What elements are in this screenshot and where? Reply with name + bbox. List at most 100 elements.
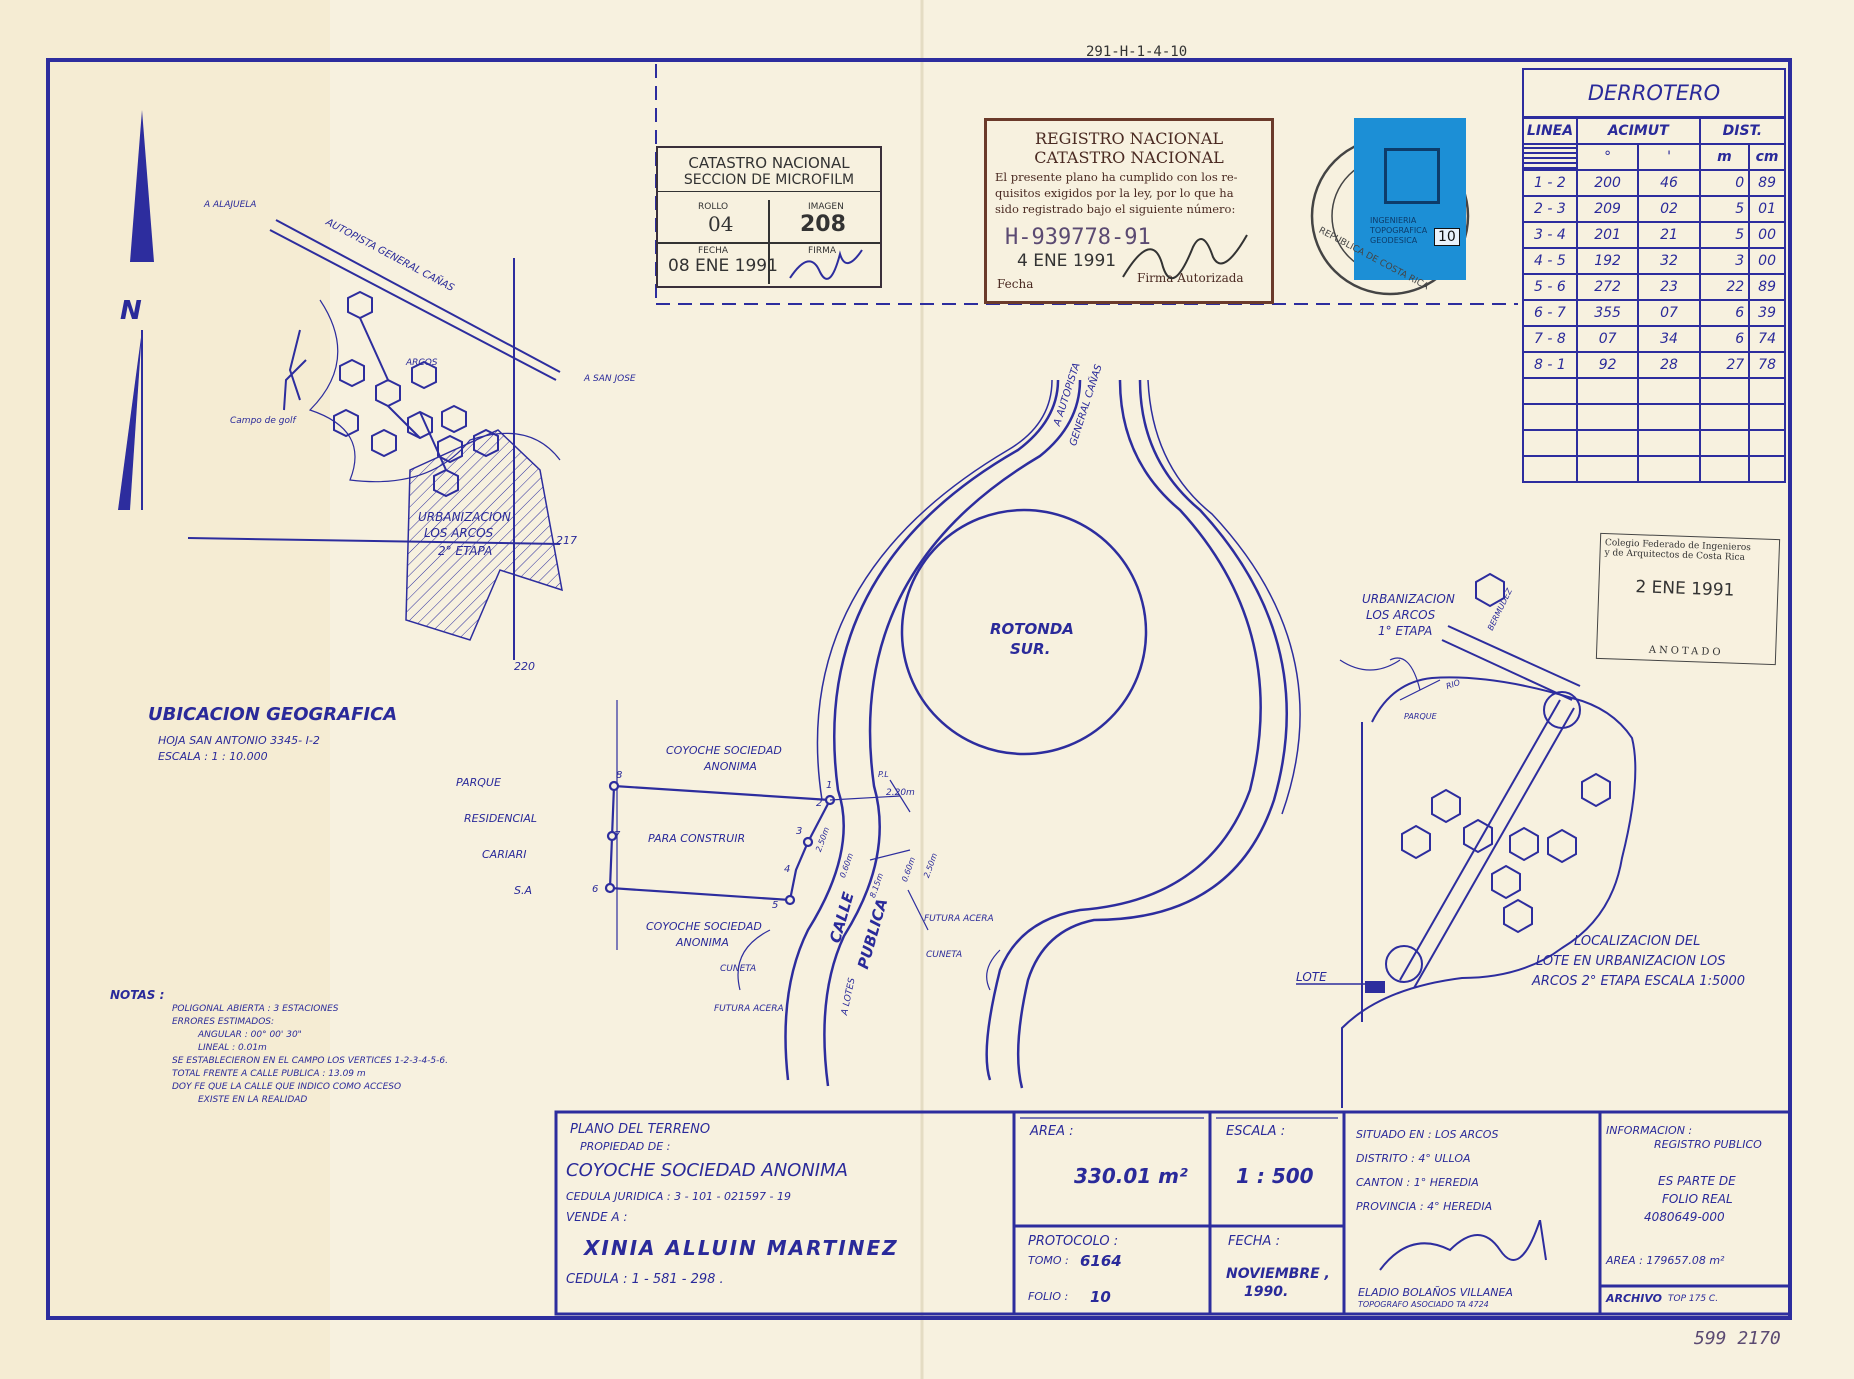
label-urbanizacion: URBANIZACION (418, 510, 511, 524)
label-coyoche-bottom: COYOCHE SOCIEDAD (646, 920, 762, 933)
registro-fecha-label: Fecha (997, 277, 1034, 291)
topografo-signature (1379, 1220, 1547, 1271)
label-parque-right: PARQUE (1404, 712, 1437, 721)
canton: CANTON : 1° HEREDIA (1356, 1176, 1479, 1189)
registro-number: H-939778-91 (1005, 225, 1151, 250)
tomo-label: TOMO : (1028, 1254, 1069, 1267)
colegio-anotado: ANOTADO (1648, 644, 1724, 659)
label-cuneta-right: CUNETA (926, 950, 963, 960)
buyer-cedula: CEDULA : 1 - 581 - 298 . (566, 1272, 724, 1287)
fecha-plan-label: FECHA : (1228, 1234, 1280, 1249)
fecha-plan-year: 1990. (1244, 1284, 1289, 1300)
nota-line-7: DOY FE QUE LA CALLE QUE INDICO COMO ACCE… (172, 1082, 402, 1092)
nota-line-5: SE ESTABLECIERON EN EL CAMPO LOS VERTICE… (172, 1056, 448, 1066)
buyer-name: XINIA ALLUIN MARTINEZ (584, 1236, 899, 1260)
coord-217: 217 (556, 534, 577, 547)
area-label: AREA : (1030, 1124, 1074, 1139)
escala-label: ESCALA : (1226, 1124, 1286, 1139)
derrotero-table: DERROTERO LINEA ACIMUT DIST. ° ' m cm 1 … (1522, 68, 1787, 483)
registro-nacional-stamp: REGISTRO NACIONAL CATASTRO NACIONAL El p… (984, 118, 1274, 304)
col-linea: LINEA (1522, 116, 1578, 145)
col-m: m (1698, 143, 1751, 171)
microfilm-stamp: CATASTRO NACIONAL SECCION DE MICROFILM R… (656, 146, 882, 288)
localizacion-line2: LOTE EN URBANIZACION LOS (1536, 954, 1726, 969)
vertex-2: 2 (816, 798, 823, 809)
nota-line-6: TOTAL FRENTE A CALLE PUBLICA : 13.09 m (172, 1069, 366, 1079)
microfilm-signature (789, 249, 863, 280)
vertex-4: 4 (784, 864, 791, 875)
blue-stamp: INGENIERIA TOPOGRAFICA GEODESICA 10 (1354, 118, 1466, 280)
label-sa: S.A (514, 884, 533, 897)
label-futura-acera-left: FUTURA ACERA (714, 1004, 784, 1014)
localizacion-line1: LOCALIZACION DEL (1574, 934, 1701, 949)
col-acimut: ACIMUT (1575, 116, 1701, 145)
label-lote: LOTE (1296, 970, 1327, 984)
col-deg: ° (1575, 143, 1640, 171)
vertex-7: 7 (614, 830, 621, 841)
label-a-san-jose: A SAN JOSE (584, 374, 636, 384)
area-value: 330.01 m² (1074, 1164, 1188, 1188)
label-cuneta-left: CUNETA (720, 964, 757, 974)
imagen-label: IMAGEN (808, 202, 844, 212)
topografo-title: TOPOGRAFO ASOCIADO TA 4724 (1358, 1300, 1489, 1309)
rotonda-label-2: SUR. (1010, 640, 1051, 658)
nota-line-1: POLIGONAL ABIERTA : 3 ESTACIONES (172, 1004, 339, 1014)
label-segunda-etapa: 2° ETAPA (438, 544, 493, 558)
provincia: PROVINCIA : 4° HEREDIA (1356, 1200, 1493, 1213)
rollo-value: 04 (708, 212, 734, 236)
coord-220: 220 (514, 660, 535, 673)
label-coyoche-bottom-2: ANONIMA (676, 936, 729, 949)
cedula-juridica: CEDULA JURIDICA : 3 - 101 - 021597 - 19 (566, 1190, 791, 1203)
fecha-label: FECHA (698, 246, 729, 256)
col-dist: DIST. (1698, 116, 1787, 145)
archivo-value: TOP 175 C. (1668, 1294, 1719, 1304)
stamp-value: 10 (1434, 228, 1460, 246)
protocolo-label: PROTOCOLO : (1028, 1234, 1119, 1249)
fecha-plan-month: NOVIEMBRE , (1226, 1266, 1330, 1282)
escala-map-label: ESCALA : 1 : 10.000 (158, 750, 268, 763)
rollo-label: ROLLO (698, 202, 729, 212)
microfilm-subtitle: SECCION DE MICROFILM (658, 172, 880, 192)
hoja-label: HOJA SAN ANTONIO 3345- I-2 (158, 734, 320, 747)
label-para-construir: PARA CONSTRUIR (648, 832, 746, 845)
microfilm-date: 08 ENE 1991 (668, 256, 778, 276)
label-parque: PARQUE (456, 776, 501, 789)
info-title: INFORMACION : (1606, 1124, 1693, 1137)
vertex-6: 6 (592, 884, 599, 895)
col-min: ' (1637, 143, 1701, 171)
urbanization-map (1296, 572, 1637, 1108)
label-primera-etapa: 1° ETAPA (1378, 624, 1433, 638)
colegio-stamp: Colegio Federado de Ingenieros y de Arqu… (1595, 532, 1781, 666)
registro-subtitle: CATASTRO NACIONAL (1034, 148, 1224, 167)
label-campo-golf: Campo de golf (230, 416, 296, 426)
label-pl: P.L (878, 770, 889, 779)
owner-name: COYOCHE SOCIEDAD ANONIMA (566, 1160, 848, 1181)
document-code: 291-H-1-4-10 (1086, 44, 1188, 60)
corner-handwritten-note: 599 2170 (1694, 1328, 1781, 1349)
folio-real: FOLIO REAL (1662, 1192, 1733, 1206)
nota-line-2: ERRORES ESTIMADOS: (172, 1017, 275, 1027)
escala-value: 1 : 500 (1236, 1164, 1314, 1188)
archivo-label: ARCHIVO (1606, 1292, 1663, 1305)
registro-text-line2: quisitos exigidos por la ley, por lo que… (995, 186, 1234, 200)
plano-label: PLANO DEL TERRENO (570, 1122, 711, 1137)
registro-signature (1122, 234, 1248, 280)
table-row (1522, 429, 1786, 457)
ubicacion-title: UBICACION GEOGRAFICA (148, 704, 398, 725)
distrito: DISTRITO : 4° ULLOA (1356, 1152, 1471, 1165)
label-coyoche-top: COYOCHE SOCIEDAD (666, 744, 782, 757)
label-coyoche-top-2: ANONIMA (704, 760, 757, 773)
nota-line-3: ANGULAR : 00° 00' 30" (198, 1030, 302, 1040)
blue-stamp-text: INGENIERIA TOPOGRAFICA GEODESICA (1370, 216, 1428, 245)
label-arcos: ARCOS (406, 358, 438, 368)
firma-label: FIRMA (808, 246, 837, 256)
registro-text-line1: El presente plano ha cumplido con los re… (995, 170, 1238, 184)
label-urbanizacion-right: URBANIZACION (1362, 592, 1455, 606)
sheet-border (46, 58, 1792, 1320)
